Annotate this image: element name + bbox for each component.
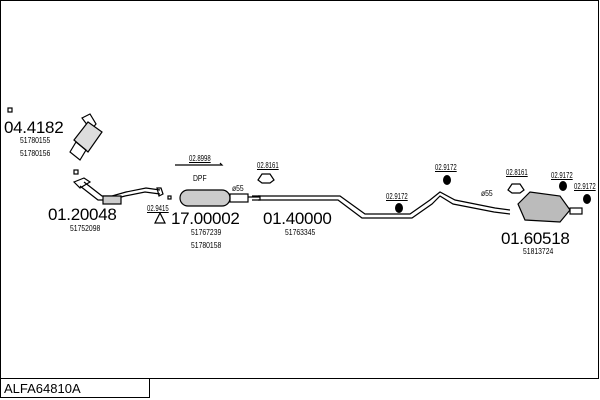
front-pipe-drawing [72, 177, 172, 224]
gasket-label: 02.9415 [147, 204, 169, 213]
dpf-drawing [175, 162, 261, 207]
diameter-label: ø55 [232, 184, 244, 193]
part-number: 01.40000 [263, 209, 332, 228]
part-ref: 51780155 [20, 136, 51, 145]
rubber-label: 02.9172 [574, 182, 596, 191]
rubber-label: 02.9172 [551, 171, 573, 180]
hanger-label: 02.8161 [257, 161, 279, 170]
part-ref: 51767239 [191, 228, 222, 237]
rubber-mount-icon [443, 175, 451, 185]
clamp-label: 02.8998 [189, 154, 211, 163]
part-ref: 51763345 [285, 228, 316, 237]
hanger-label: 02.8161 [506, 168, 528, 177]
part-number: 04.4182 [4, 118, 64, 137]
diagram-code: ALFA64810A [0, 378, 150, 398]
rear-muffler-drawing [517, 191, 583, 223]
center-pipe-drawing [257, 173, 525, 219]
rubber-mount-icon [559, 181, 567, 191]
rubber-mount-icon [583, 194, 591, 204]
part-number: 01.20048 [48, 205, 117, 224]
rubber-label: 02.9172 [435, 163, 457, 172]
part-ref: 51813724 [523, 247, 554, 256]
part-ref: 51752098 [70, 224, 101, 233]
rubber-label: 02.9172 [386, 192, 408, 201]
rubber-mount-icon [395, 203, 403, 213]
part-number: 01.60518 [501, 229, 570, 248]
diameter-label: ø55 [481, 189, 493, 198]
dpf-label: DPF [193, 174, 207, 183]
catalytic-converter-drawing [7, 107, 103, 175]
part-ref: 51780158 [191, 241, 222, 250]
part-number: 17.00002 [171, 209, 240, 228]
part-ref: 51780156 [20, 149, 51, 158]
diagram-frame [0, 0, 599, 379]
